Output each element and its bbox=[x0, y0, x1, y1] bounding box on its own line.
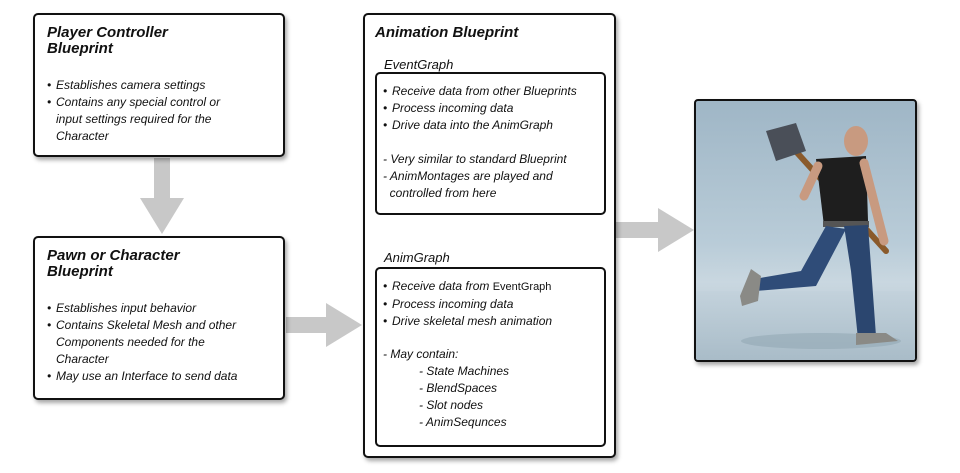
note-line: - AnimMontages are played and bbox=[383, 169, 553, 183]
player-controller-list: Establishes camera settings Contains any… bbox=[47, 77, 220, 145]
list-item: May use an Interface to send data bbox=[47, 368, 237, 385]
note-line: controlled from here bbox=[383, 186, 497, 200]
animgraph-label: AnimGraph bbox=[384, 250, 450, 265]
contains-item: - AnimSequnces bbox=[419, 415, 507, 429]
contains-item: - Slot nodes bbox=[419, 398, 484, 412]
list-item: Drive data into the AnimGraph bbox=[383, 117, 577, 134]
receive-text: Receive data from bbox=[392, 279, 493, 293]
eventgraph-bullets: Receive data from other Blueprints Proce… bbox=[383, 83, 577, 134]
animation-blueprint-box: Animation Blueprint EventGraph Receive d… bbox=[363, 13, 616, 458]
list-item-continuation: Character bbox=[56, 129, 109, 143]
list-item-continuation: input settings required for the bbox=[56, 112, 212, 126]
list-item: Process incoming data bbox=[383, 296, 552, 313]
animation-blueprint-title: Animation Blueprint bbox=[375, 24, 519, 41]
eventgraph-notes: - Very similar to standard Blueprint - A… bbox=[383, 151, 567, 202]
eventgraph-label: EventGraph bbox=[384, 57, 454, 72]
animgraph-notes-header: - May contain: bbox=[383, 347, 459, 361]
list-item: Drive skeletal mesh animation bbox=[383, 313, 552, 330]
list-item: Contains any special control or bbox=[47, 94, 220, 111]
note-line: - Very similar to standard Blueprint bbox=[383, 152, 567, 166]
eventgraph-box: Receive data from other Blueprints Proce… bbox=[375, 72, 606, 215]
list-item-continuation: Components needed for the bbox=[56, 335, 205, 349]
arrow-down-controller-to-pawn bbox=[140, 158, 184, 234]
player-controller-box: Player Controller Blueprint Establishes … bbox=[33, 13, 285, 157]
character-image bbox=[694, 99, 917, 362]
title-line-1: Pawn or Character bbox=[47, 247, 180, 264]
list-item: Establishes input behavior bbox=[47, 300, 237, 317]
animgraph-bullets: Receive data from EventGraph Process inc… bbox=[383, 278, 552, 330]
title-line-2: Blueprint bbox=[47, 40, 113, 57]
list-item: Establishes camera settings bbox=[47, 77, 220, 94]
pawn-title: Pawn or Character Blueprint bbox=[47, 248, 180, 280]
animgraph-contains-list: - State Machines - BlendSpaces - Slot no… bbox=[419, 363, 509, 431]
arrow-right-pawn-to-anim bbox=[286, 303, 362, 347]
animgraph-box: Receive data from EventGraph Process inc… bbox=[375, 267, 606, 447]
character-with-hammer-illustration bbox=[696, 123, 915, 360]
pawn-list: Establishes input behavior Contains Skel… bbox=[47, 300, 237, 385]
contains-item: - State Machines bbox=[419, 364, 510, 378]
pawn-box: Pawn or Character Blueprint Establishes … bbox=[33, 236, 285, 400]
list-item: Contains Skeletal Mesh and other bbox=[47, 317, 237, 334]
eventgraph-ref: EventGraph bbox=[492, 281, 552, 293]
title-line-2: Blueprint bbox=[47, 263, 113, 280]
list-item: Process incoming data bbox=[383, 100, 577, 117]
arrow-right-anim-to-character bbox=[616, 208, 694, 252]
list-item-continuation: Character bbox=[56, 352, 109, 366]
player-controller-title: Player Controller Blueprint bbox=[47, 25, 168, 57]
title-line-1: Player Controller bbox=[47, 24, 168, 41]
contains-item: - BlendSpaces bbox=[419, 381, 498, 395]
list-item: Receive data from other Blueprints bbox=[383, 83, 577, 100]
list-item: Receive data from EventGraph bbox=[383, 278, 552, 296]
